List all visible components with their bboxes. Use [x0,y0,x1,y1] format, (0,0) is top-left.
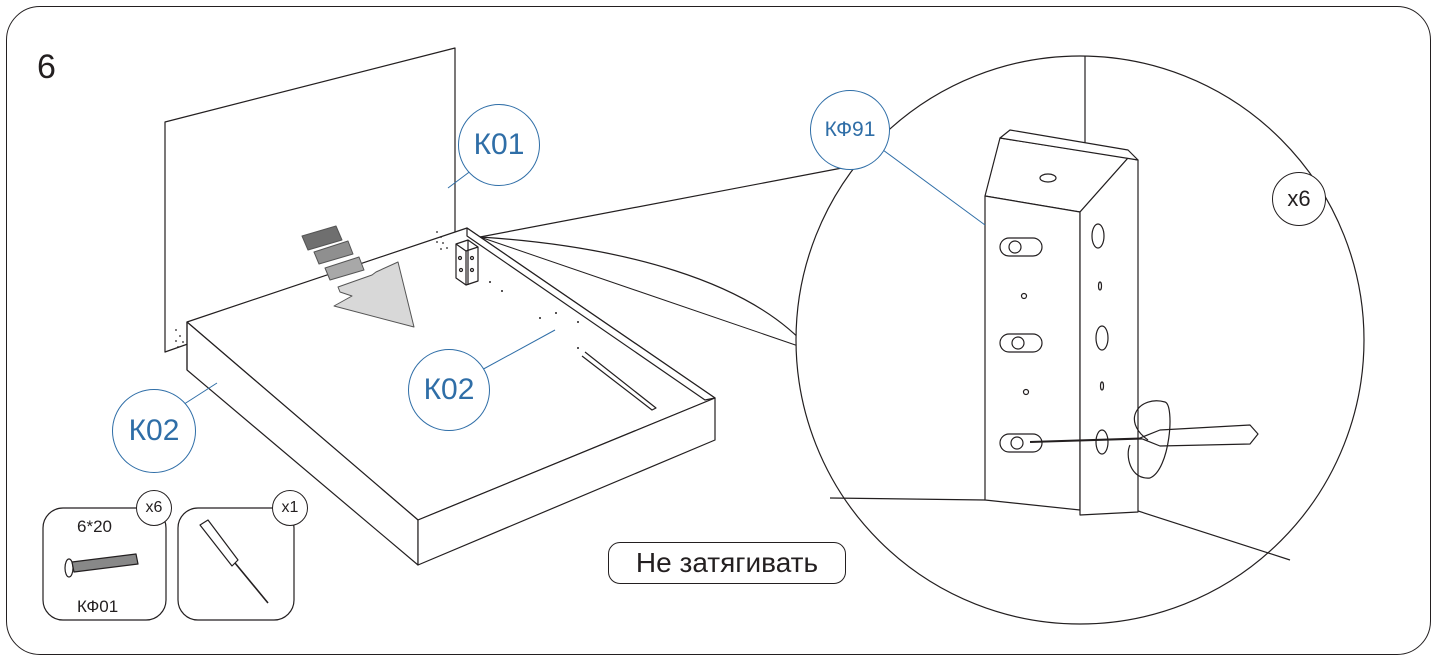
callout-side-rail-back: К02 [408,349,490,431]
step-number: 6 [37,48,56,86]
screw-size-label: 6*20 [77,517,112,536]
screwdriver-illustration [1029,400,1259,479]
corner-bracket-small [455,239,479,286]
do-not-tighten-note: Не затягивать [608,542,846,584]
page-frame [6,6,1431,655]
callout-side-rail-front: К02 [112,389,196,473]
callout-corner-bracket: КФ91 [810,90,890,170]
back-rail-top [466,227,716,401]
end-rail [417,397,716,566]
corner-bracket-large [984,129,1139,516]
callout-headboard: К01 [458,104,540,186]
screw-icon [64,553,139,578]
screw-quantity-badge: x6 [136,490,172,526]
screw-code-label: КФ01 [77,597,119,616]
detail-quantity-badge: x6 [1272,172,1326,226]
tool-quantity-badge: x1 [272,490,308,526]
screwdriver-icon [199,519,269,604]
